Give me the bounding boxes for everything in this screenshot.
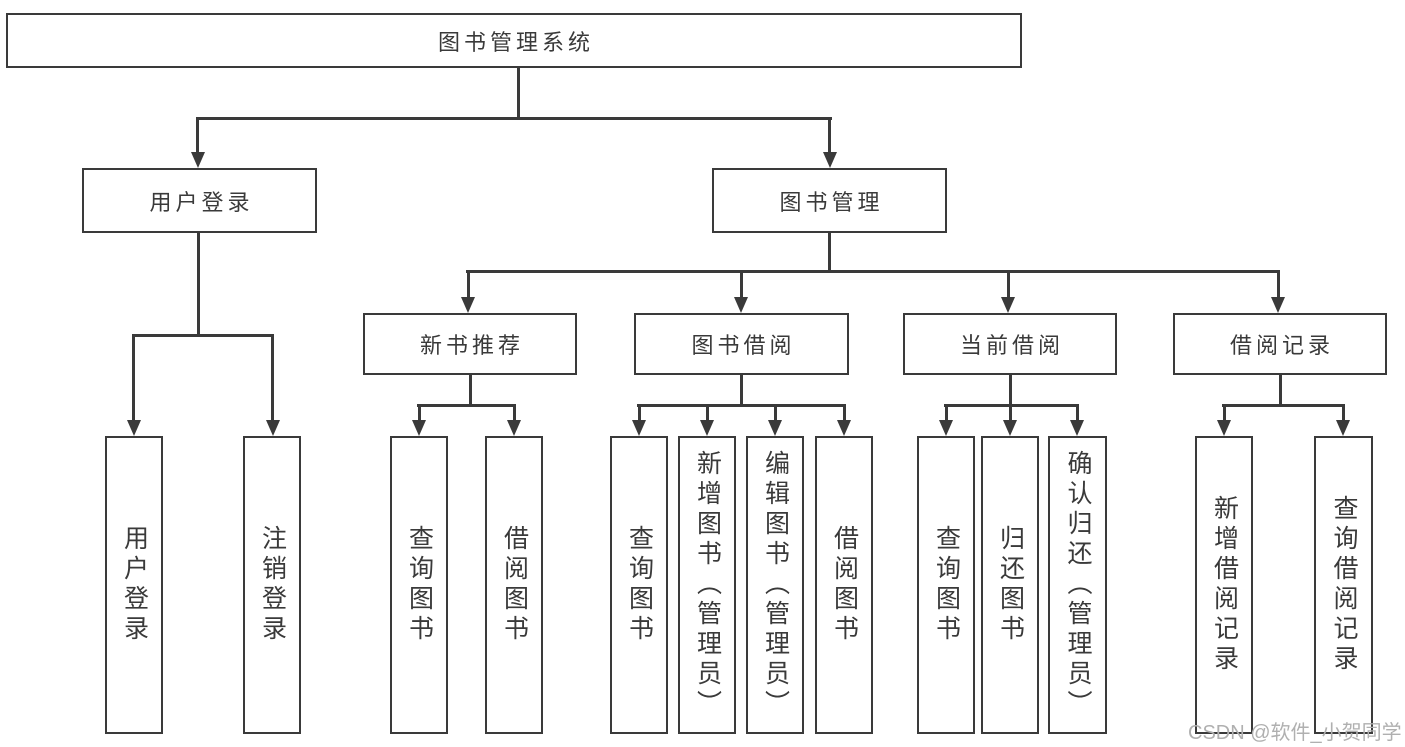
connector-line (740, 270, 743, 299)
node-book-borrowing: 图书借阅 (634, 313, 849, 375)
leaf-current-confirm-return-admin: 确认归还（管理员） (1048, 436, 1107, 734)
leaf-current-return-books: 归还图书 (981, 436, 1039, 734)
node-borrowing-records: 借阅记录 (1173, 313, 1387, 375)
arrowhead-down-icon (191, 152, 205, 168)
connector-line (196, 117, 199, 154)
connector-line (469, 375, 472, 406)
connector-line (843, 404, 846, 422)
leaf-logout: 注销登录 (243, 436, 301, 734)
connector-line (132, 334, 274, 337)
arrowhead-down-icon (1070, 420, 1084, 436)
node-label: 借阅记录 (1229, 333, 1334, 358)
arrowhead-down-icon (700, 420, 714, 436)
node-label: 查询图书 (625, 525, 654, 645)
csdn-watermark: CSDN @软件_小贺同学 (1188, 722, 1402, 744)
node-label: 新增图书（管理员） (693, 450, 722, 720)
connector-line (513, 404, 516, 422)
leaf-borrowing-search-books: 查询图书 (610, 436, 668, 734)
connector-line (466, 270, 1280, 273)
arrowhead-down-icon (1217, 420, 1231, 436)
connector-line (945, 404, 948, 422)
node-new-book-recommendation: 新书推荐 (363, 313, 577, 375)
node-label: 查询借阅记录 (1330, 495, 1358, 675)
arrowhead-down-icon (507, 420, 521, 436)
node-label: 新书推荐 (419, 333, 524, 358)
node-book-management: 图书管理 (712, 168, 947, 233)
connector-line (467, 270, 470, 299)
leaf-borrowing-borrow-books: 借阅图书 (815, 436, 873, 734)
connector-line (132, 334, 135, 422)
node-label: 用户登录 (149, 189, 254, 215)
leaf-borrowing-edit-books-admin: 编辑图书（管理员） (746, 436, 804, 734)
arrowhead-down-icon (837, 420, 851, 436)
connector-line (706, 404, 709, 422)
arrowhead-down-icon (266, 420, 280, 436)
arrowhead-down-icon (412, 420, 426, 436)
connector-line (828, 233, 831, 273)
node-user-login: 用户登录 (82, 168, 317, 233)
node-label: 图书管理 (779, 189, 884, 215)
connector-line (1277, 270, 1280, 299)
node-label: 图书管理系统 (437, 29, 594, 55)
node-label: 图书借阅 (691, 333, 796, 358)
arrowhead-down-icon (939, 420, 953, 436)
node-label: 新增借阅记录 (1210, 495, 1239, 675)
connector-line (197, 233, 200, 337)
leaf-records-search-record: 查询借阅记录 (1314, 436, 1373, 734)
node-label: 查询图书 (405, 525, 434, 645)
connector-line (828, 117, 831, 154)
leaf-current-search-books: 查询图书 (917, 436, 975, 734)
connector-line (638, 404, 641, 422)
leaf-records-add-record: 新增借阅记录 (1195, 436, 1253, 734)
leaf-borrowing-add-books-admin: 新增图书（管理员） (678, 436, 736, 734)
node-label: 注销登录 (258, 525, 287, 645)
node-label: 查询图书 (932, 525, 961, 645)
arrowhead-down-icon (823, 152, 837, 168)
connector-line (196, 117, 832, 120)
node-library-management-system: 图书管理系统 (6, 13, 1022, 68)
connector-line (1009, 404, 1012, 422)
connector-line (417, 404, 516, 407)
arrowhead-down-icon (1336, 420, 1350, 436)
node-label: 归还图书 (996, 525, 1025, 645)
arrowhead-down-icon (632, 420, 646, 436)
node-label: 用户登录 (120, 525, 149, 645)
connector-line (1342, 404, 1345, 422)
connector-line (1279, 375, 1282, 406)
leaf-user-login: 用户登录 (105, 436, 163, 734)
connector-line (1076, 404, 1079, 422)
node-label: 借阅图书 (500, 525, 529, 645)
arrowhead-down-icon (127, 420, 141, 436)
connector-line (418, 404, 421, 422)
arrowhead-down-icon (734, 297, 748, 313)
arrowhead-down-icon (1271, 297, 1285, 313)
arrowhead-down-icon (1001, 297, 1015, 313)
connector-line (271, 334, 274, 422)
connector-line (1222, 404, 1345, 407)
leaf-recommend-borrow-books: 借阅图书 (485, 436, 543, 734)
node-label: 当前借阅 (959, 333, 1064, 358)
node-current-borrowing: 当前借阅 (903, 313, 1117, 375)
connector-line (637, 404, 846, 407)
arrowhead-down-icon (1003, 420, 1017, 436)
connector-line (517, 68, 520, 119)
connector-line (740, 375, 743, 406)
leaf-recommend-search-books: 查询图书 (390, 436, 448, 734)
node-label: 编辑图书（管理员） (761, 450, 790, 720)
arrowhead-down-icon (768, 420, 782, 436)
connector-line (774, 404, 777, 422)
connector-line (1009, 375, 1012, 406)
node-label: 借阅图书 (830, 525, 859, 645)
arrowhead-down-icon (461, 297, 475, 313)
connector-line (1007, 270, 1010, 299)
node-label: 确认归还（管理员） (1064, 450, 1092, 720)
connector-line (1223, 404, 1226, 422)
